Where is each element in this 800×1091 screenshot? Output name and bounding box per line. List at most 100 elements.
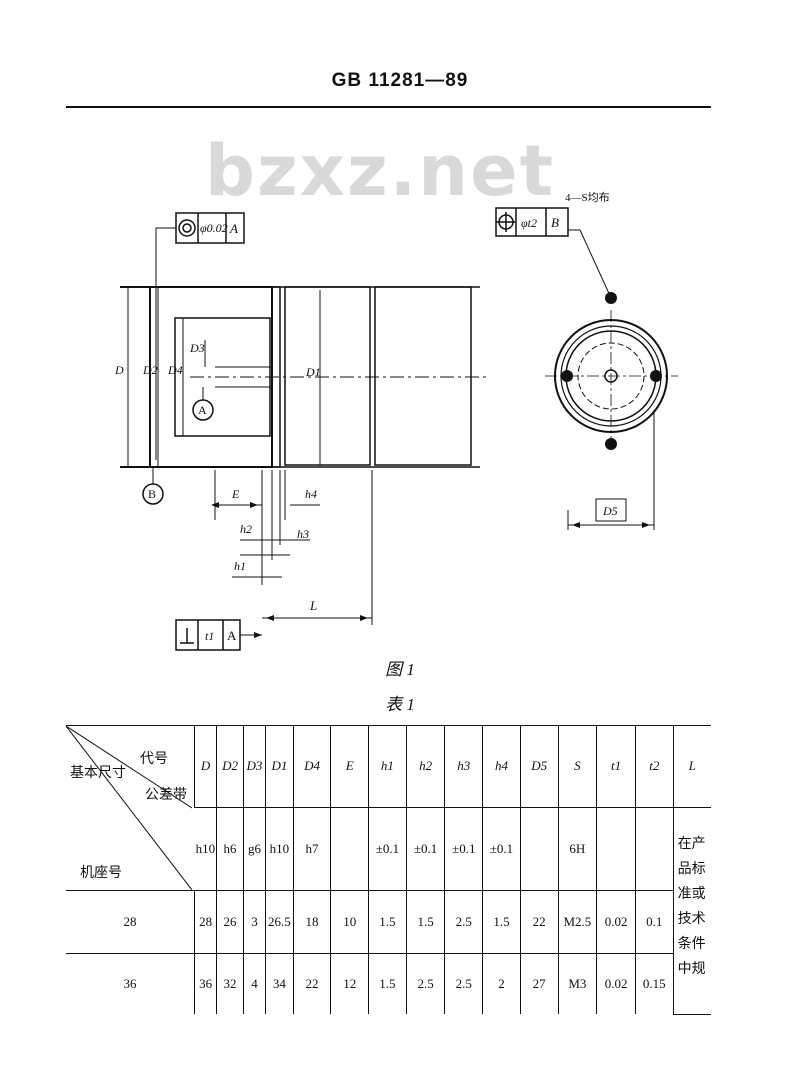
coaxiality-value: φ0.02 (200, 221, 228, 235)
table-cell: 1.5 (368, 890, 407, 954)
table-cell: 10 (330, 890, 369, 954)
col-header: h4 (482, 725, 521, 808)
figure-1-drawing: φ0.02 A t1 A A B D D2 D4 D3 D1 E h4 h2 h… (114, 191, 678, 651)
watermark: bzxz.net (204, 130, 556, 212)
perpendicularity-value: t1 (205, 629, 214, 643)
col-header: h3 (444, 725, 483, 808)
table-cell: ±0.1 (482, 807, 521, 891)
datum-b-marker (142, 483, 164, 505)
corner-frame-label: 机座号 (80, 865, 122, 881)
bolt-hole-top (605, 292, 617, 304)
col-header: E (330, 725, 369, 808)
table-cell: 22 (292, 953, 331, 1014)
table-cell: 3 (242, 890, 266, 954)
standard-number: GB 11281—89 (331, 70, 469, 91)
table-cell: h6 (216, 807, 244, 891)
col-header: h2 (405, 725, 445, 808)
table-cell: 34 (265, 953, 294, 1014)
table-cell: M3 (557, 953, 597, 1014)
table-cell: 26.5 (265, 890, 294, 954)
table-cell: h7 (292, 807, 331, 891)
table-cell: 0.02 (596, 890, 636, 954)
table-cell: 4 (242, 953, 266, 1014)
table-cell: 2.5 (405, 953, 445, 1014)
table-cell: 0.15 (634, 953, 674, 1014)
col-header: D (193, 725, 217, 808)
bolt-hole-left (561, 370, 573, 382)
col-header: D1 (265, 725, 294, 808)
dim-d3-label: D3 (189, 341, 205, 355)
table-cell: 2.5 (444, 953, 483, 1014)
table-cell: M2.5 (557, 890, 597, 954)
dim-d2-label: D2 (142, 363, 158, 377)
figure-caption: 图 1 (385, 660, 415, 679)
table-cell: 1.5 (482, 890, 521, 954)
col-header: h1 (368, 725, 407, 808)
table-row: 36 36 32 4 34 22 12 1.5 2.5 2.5 2 27 M3 … (66, 953, 711, 1014)
dim-d5-label: D5 (602, 504, 618, 518)
housing-body (284, 286, 371, 466)
table-cell: g6 (242, 807, 266, 891)
spec-table: 代号 基本尺寸 公差带 机座号 D D2 D3 D1 D4 E h1 h2 h3… (66, 725, 711, 1015)
table-caption: 表 1 (385, 695, 415, 714)
frame-cell: 36 (123, 976, 137, 991)
table-cell: 6H (557, 807, 597, 891)
col-header: D4 (292, 725, 331, 808)
header-rule (66, 106, 711, 108)
table-top-rule (66, 725, 711, 726)
position-value: φt2 (521, 216, 537, 230)
bolt-hole-bottom (605, 438, 617, 450)
table-cell: 32 (216, 953, 244, 1014)
table-cell: 18 (292, 890, 331, 954)
col-header: t1 (596, 725, 636, 808)
table-cell: 28 (193, 890, 217, 954)
table-cell: h10 (265, 807, 294, 891)
datum-a-marker (192, 399, 214, 421)
tolerance-row: h10 h6 g6 h10 h7 ±0.1 ±0.1 ±0.1 ±0.1 6H … (66, 807, 711, 1015)
position-datum: B (551, 215, 559, 230)
table-cell: 1.5 (405, 890, 445, 954)
table-cell: 0.1 (634, 890, 674, 954)
table-cell (596, 807, 636, 891)
dim-h2-label: h2 (240, 522, 252, 536)
table-cell: 26 (216, 890, 244, 954)
col-header: L (672, 725, 711, 808)
table-cell: 2.5 (444, 890, 483, 954)
motor-body (374, 286, 472, 466)
frame-cell: 28 (66, 890, 195, 954)
table-cell: ±0.1 (405, 807, 445, 891)
table-header-row: 代号 基本尺寸 公差带 机座号 D D2 D3 D1 D4 E h1 h2 h3… (66, 725, 711, 891)
bolt-hole-right (650, 370, 662, 382)
table-row: 28 28 26 3 26.5 18 10 1.5 1.5 2.5 1.5 22… (66, 890, 711, 954)
corner-basic-size-label: 基本尺寸 (70, 765, 126, 781)
datum-a-label: A (198, 403, 207, 417)
table-cell: 12 (330, 953, 369, 1014)
coaxiality-symbol (178, 219, 196, 237)
table-cell: 36 (193, 953, 217, 1014)
coaxiality-frame (175, 212, 245, 244)
table-cell (519, 807, 559, 891)
end-view-note: 4—S均布 (565, 191, 610, 204)
col-header: t2 (634, 725, 674, 808)
dim-d-label: D (114, 363, 124, 377)
dim-e-label: E (231, 487, 240, 501)
perpendicularity-datum: A (227, 628, 237, 643)
col-header: S (557, 725, 597, 808)
col-header: D3 (242, 725, 266, 808)
table-cell: h10 (194, 807, 217, 891)
coaxiality-datum: A (229, 221, 238, 236)
table-cell: 1.5 (368, 953, 407, 1014)
table-cell (330, 807, 369, 891)
col-header: D5 (519, 725, 559, 808)
corner-tolerance-label: 公差带 (145, 787, 187, 803)
dim-h3-label: h3 (297, 527, 309, 541)
table-cell: 0.02 (596, 953, 636, 1014)
l-note-cell: 在产品标准或技术条件中规 (672, 807, 711, 1015)
dim-d4-label: D4 (167, 363, 183, 377)
table-cell: 27 (519, 953, 559, 1014)
table-cell (634, 807, 674, 891)
table-corner-cell: 代号 基本尺寸 公差带 机座号 (66, 725, 195, 891)
corner-code-label: 代号 (140, 751, 168, 767)
l-note-text: 在产品标准或技术条件中规 (677, 837, 706, 977)
table-cell: ±0.1 (368, 807, 407, 891)
